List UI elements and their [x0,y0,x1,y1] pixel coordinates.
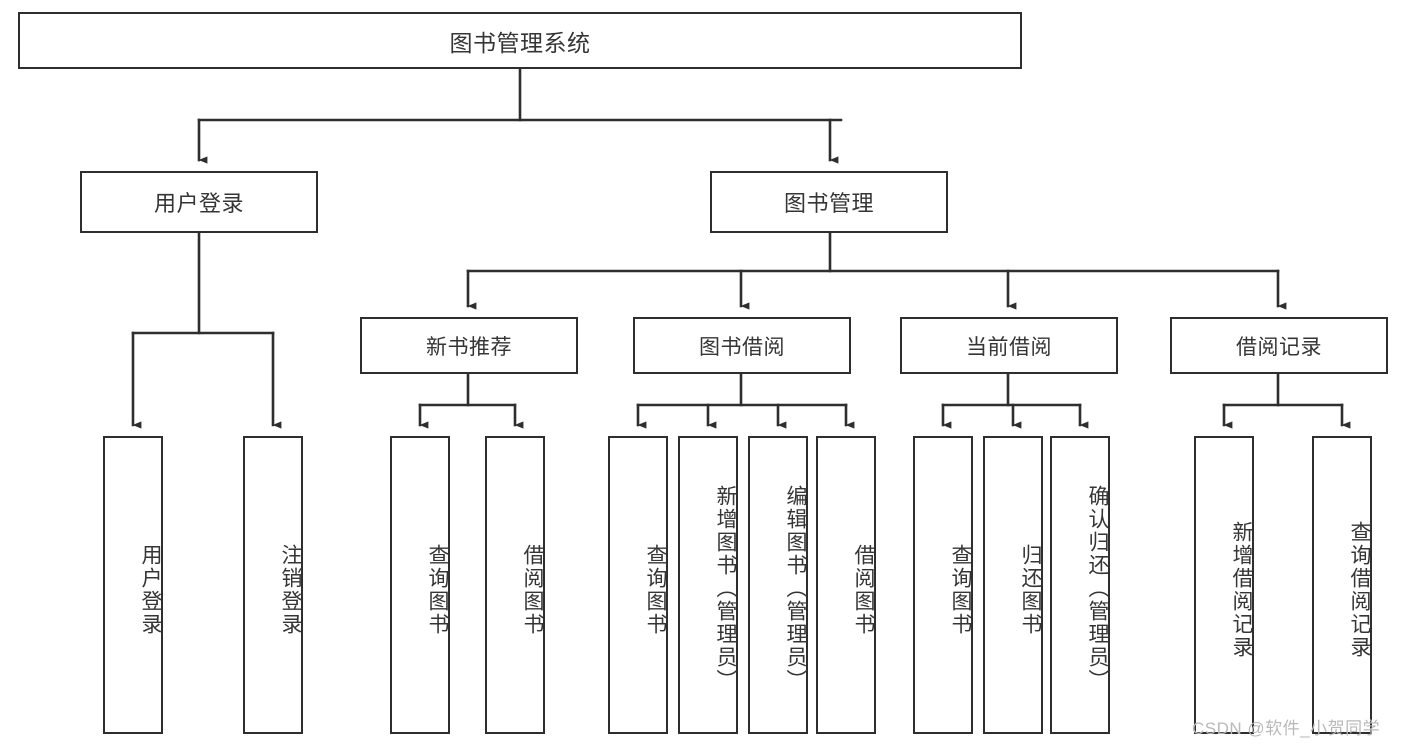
node-leaf-query-book-borrow[interactable]: 查询图书 [608,436,668,734]
node-leaf-borrow-book[interactable]: 借阅图书 [816,436,876,734]
node-root-system[interactable]: 图书管理系统 [18,12,1022,69]
node-book-borrow[interactable]: 图书借阅 [633,317,851,374]
node-leaf-query-borrow-record[interactable]: 查询借阅记录 [1312,436,1372,734]
node-leaf-query-book-current[interactable]: 查询图书 [913,436,973,734]
node-borrow-record[interactable]: 借阅记录 [1170,317,1388,374]
node-new-book-recommend[interactable]: 新书推荐 [360,317,578,374]
node-book-manage[interactable]: 图书管理 [710,171,948,233]
node-leaf-user-login[interactable]: 用户登录 [103,436,163,734]
node-leaf-confirm-return-admin[interactable]: 确认归还（管理员） [1050,436,1110,734]
node-leaf-add-borrow-record[interactable]: 新增借阅记录 [1194,436,1254,734]
node-leaf-query-book-recommend[interactable]: 查询图书 [390,436,450,734]
node-leaf-return-book[interactable]: 归还图书 [983,436,1043,734]
node-current-borrow[interactable]: 当前借阅 [900,317,1118,374]
csdn-watermark: CSDN @软件_小贺同学 [1192,719,1381,738]
node-user-login[interactable]: 用户登录 [80,171,318,233]
node-leaf-edit-book-admin[interactable]: 编辑图书（管理员） [748,436,808,734]
node-leaf-add-book-admin[interactable]: 新增图书（管理员） [678,436,738,734]
node-leaf-user-logout[interactable]: 注销登录 [243,436,303,734]
node-leaf-borrow-book-recommend[interactable]: 借阅图书 [485,436,545,734]
